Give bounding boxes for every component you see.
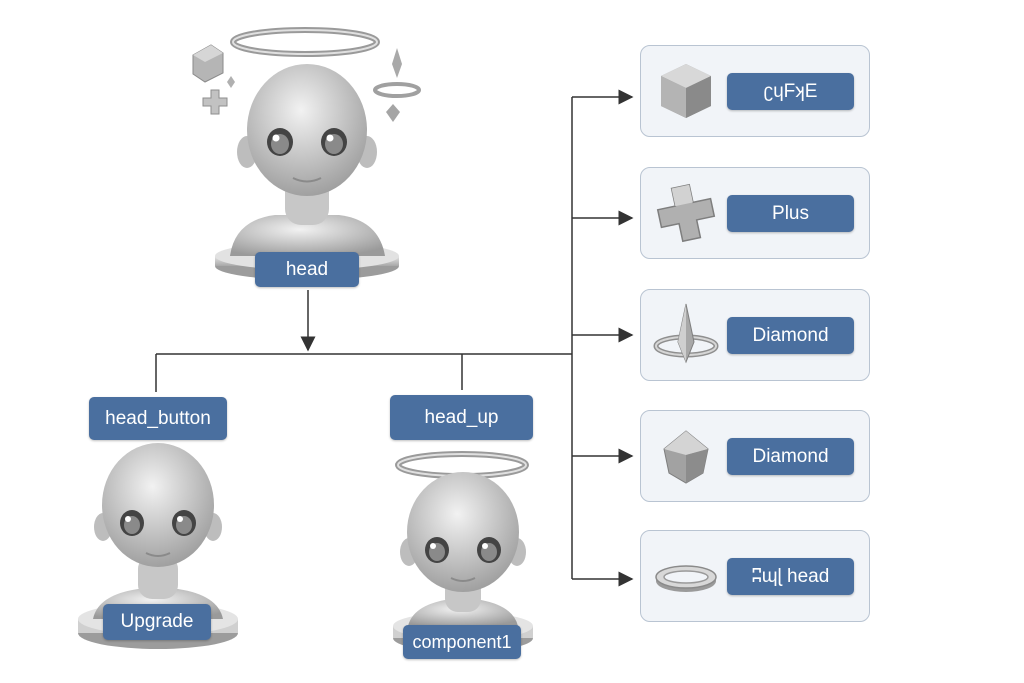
component-label-gem: Diamond [727,438,854,475]
child-node-head-up-label[interactable]: head_up [390,395,533,440]
component-card-ring[interactable]: ʭɰɭ head [640,530,870,622]
plus-icon [656,183,716,243]
component-card-plus[interactable]: Plus [640,167,870,259]
component-card-cube[interactable]: ʗɥFʞE [640,45,870,137]
spike-ring-icon [653,303,719,364]
cube-icon [661,64,711,118]
component-card-gem[interactable]: Diamond [640,410,870,502]
gem-icon [663,430,709,484]
head-button-sublabel[interactable]: Upgrade [103,604,211,640]
component-label-spike-ring: Diamond [727,317,854,354]
root-node-label[interactable]: head [255,252,359,287]
component-label-cube: ʗɥFʞE [727,73,854,110]
ring-icon [655,565,717,592]
component-label-ring: ʭɰɭ head [727,558,854,595]
component-label-plus: Plus [727,195,854,232]
head-up-sublabel[interactable]: component1 [403,625,521,659]
child-node-head-button-label[interactable]: head_button [89,397,227,440]
component-card-spike-ring[interactable]: Diamond [640,289,870,381]
root-head-figure [192,27,421,280]
